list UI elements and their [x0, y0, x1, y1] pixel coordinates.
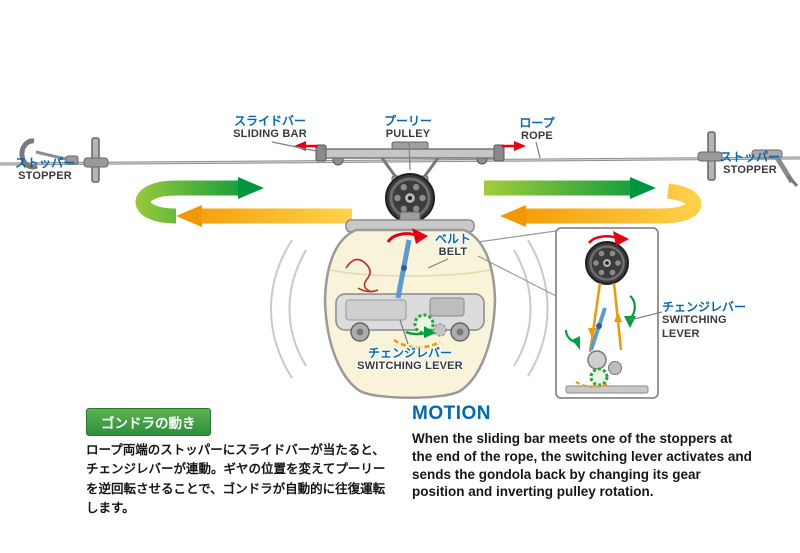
en-description: When the sliding bar meets one of the st…: [412, 431, 752, 500]
inset-callout-lines: [477, 230, 557, 297]
jp-description: ロープ両端のストッパーにスライドバーが当たると、チェンジレバーが連動。ギヤの位置…: [86, 443, 386, 516]
motion-heading: MOTION: [412, 403, 491, 424]
jp-heading-badge: ゴンドラの動き: [86, 408, 211, 436]
motion-arrow-orange-left: [176, 205, 352, 227]
rope-line: [0, 156, 800, 166]
motion-arrow-green-right: [484, 177, 656, 199]
gondola: [323, 211, 497, 399]
right-anchor-icon: [751, 149, 799, 188]
detail-inset: [555, 227, 659, 399]
motion-waves: [270, 239, 549, 379]
right-stopper-plate: [697, 131, 723, 181]
leader-lines: [271, 141, 663, 345]
motion-arrow-orange-right: [500, 183, 702, 227]
left-stopper-plate: [83, 137, 109, 183]
left-hook-icon: [19, 138, 79, 170]
motion-arrow-green-left: [135, 177, 264, 224]
